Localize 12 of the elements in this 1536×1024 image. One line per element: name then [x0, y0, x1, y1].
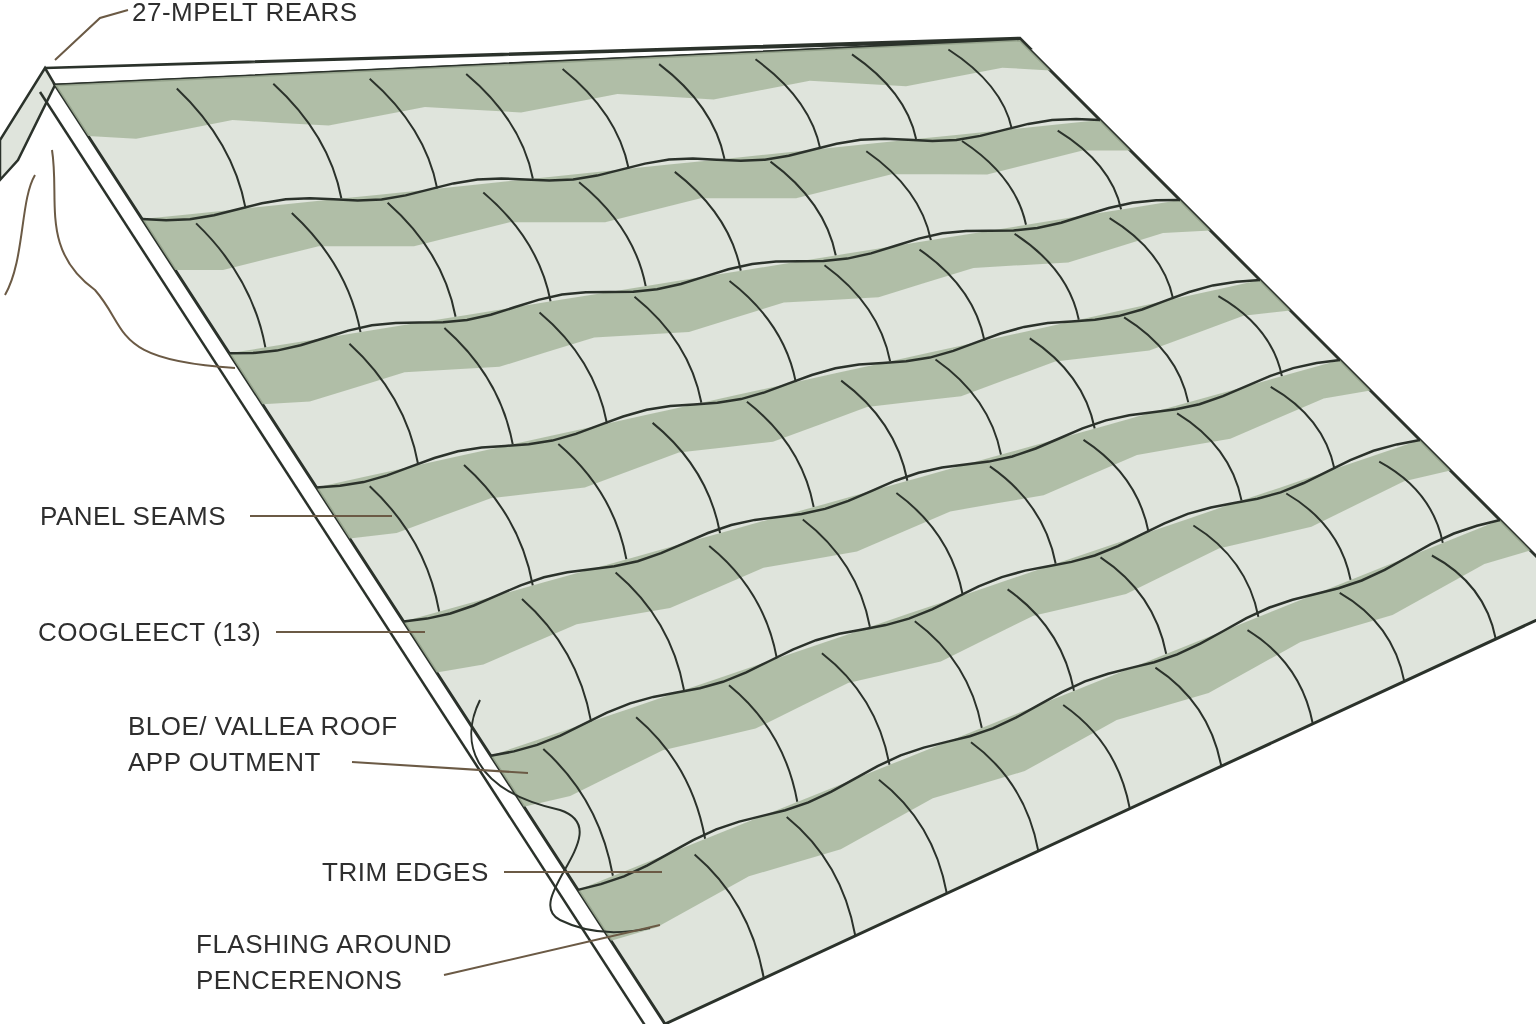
callout-label: TRIM EDGES — [322, 854, 522, 890]
callout-label: 27-MPELT REARS — [132, 0, 432, 30]
callout-label: PANEL SEAMS — [40, 498, 260, 534]
leader-line — [443, 924, 661, 976]
leader-line — [503, 871, 663, 873]
leader-line — [351, 761, 529, 774]
leader-line — [249, 515, 393, 517]
callout-label: COOGLEECT (13) — [38, 614, 278, 650]
leader-line — [54, 9, 129, 61]
leader-line — [275, 631, 426, 633]
callout-label: BLOE/ VALLEA ROOF APP OUTMENT — [128, 708, 428, 780]
callout-label: FLASHING AROUND PENCERENONS — [196, 926, 496, 998]
